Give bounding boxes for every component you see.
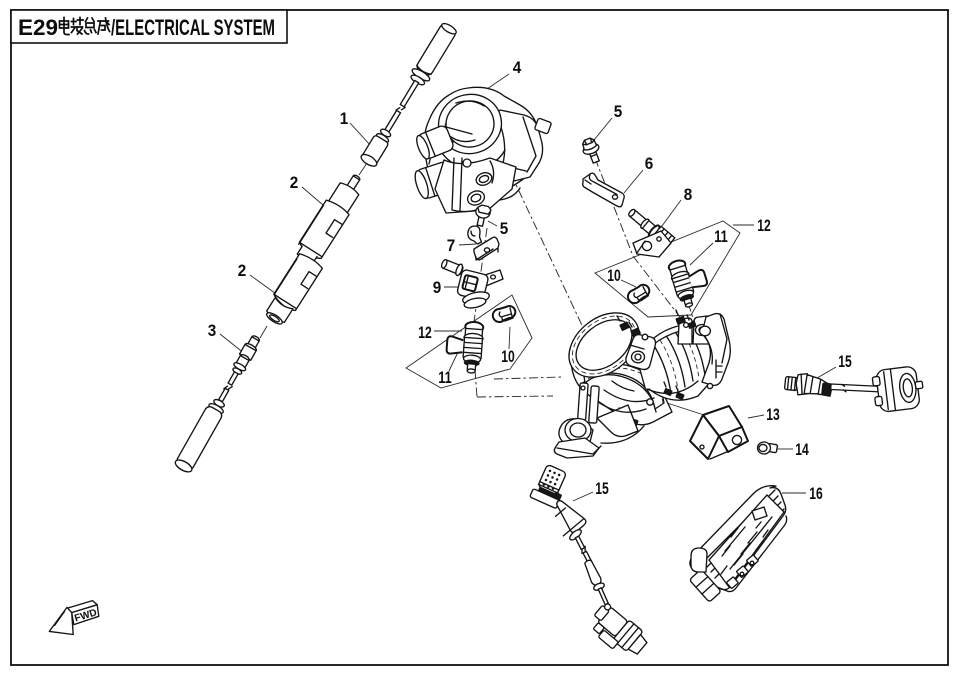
svg-text:13: 13 [766,406,780,424]
svg-text:/ELECTRICAL SYSTEM: /ELECTRICAL SYSTEM [111,15,275,40]
svg-text:6: 6 [645,155,654,173]
svg-text:E29: E29 [18,15,58,40]
svg-text:15: 15 [595,480,609,498]
svg-text:2: 2 [238,262,247,280]
svg-text:16: 16 [809,485,823,503]
svg-text:15: 15 [838,353,852,371]
svg-text:1: 1 [340,110,349,128]
svg-text:11: 11 [714,228,728,246]
svg-text:3: 3 [208,322,217,340]
svg-text:4: 4 [513,59,522,77]
svg-text:11: 11 [438,369,452,387]
svg-text:10: 10 [607,267,621,285]
svg-text:8: 8 [684,186,693,204]
svg-text:5: 5 [614,103,623,121]
svg-text:5: 5 [500,220,509,238]
svg-text:9: 9 [433,279,442,297]
svg-text:12: 12 [418,324,432,342]
svg-text:12: 12 [757,217,771,235]
svg-text:14: 14 [795,441,809,459]
svg-text:10: 10 [501,348,515,366]
svg-text:7: 7 [447,237,456,255]
svg-text:2: 2 [290,174,299,192]
